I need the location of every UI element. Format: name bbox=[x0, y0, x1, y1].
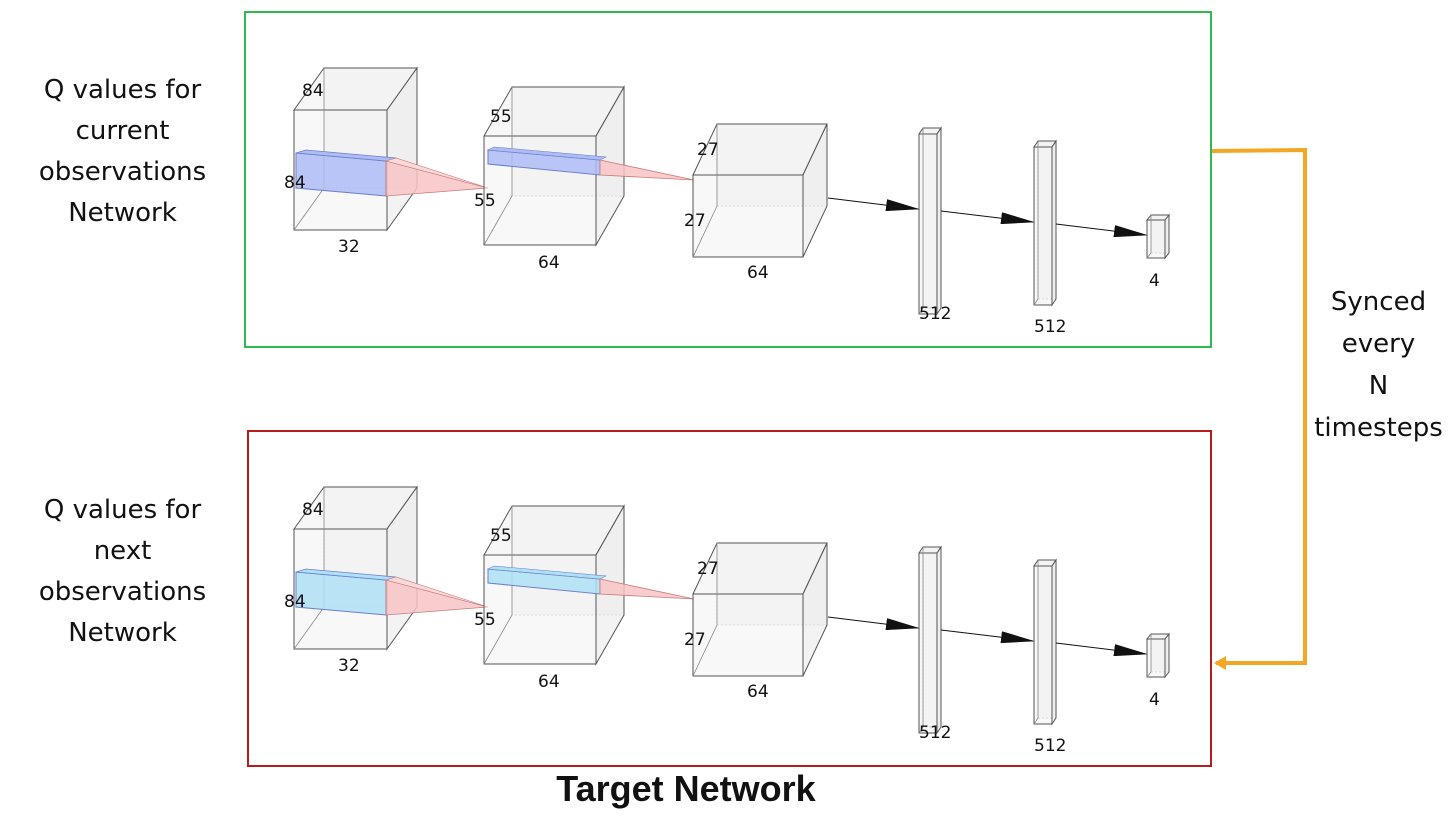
dense1-layer bbox=[918, 126, 942, 316]
conv1-height-label: 55 bbox=[474, 191, 496, 211]
sync-label-line: N bbox=[1368, 371, 1389, 401]
conv2-depth-label: 64 bbox=[747, 263, 769, 283]
output-layer bbox=[1145, 632, 1171, 679]
box-hidden-edge bbox=[692, 205, 718, 258]
box-hidden-edge bbox=[1033, 298, 1039, 306]
kernel-projection bbox=[385, 160, 489, 197]
sync-connector bbox=[1211, 147, 1307, 670]
input-height-label: 84 bbox=[284, 592, 306, 612]
flow-arrow bbox=[940, 210, 1035, 225]
dense2-layer bbox=[1033, 558, 1057, 726]
box-side-face bbox=[1051, 558, 1057, 726]
input-depth-label: 32 bbox=[338, 237, 360, 257]
box-front-face bbox=[918, 552, 938, 734]
kernel-projection bbox=[599, 159, 695, 181]
online-network-label: Q values for current observations Networ… bbox=[20, 70, 225, 234]
conv2-width-label: 27 bbox=[697, 140, 719, 160]
conv1-highlight-top bbox=[486, 565, 608, 580]
kernel-projection bbox=[599, 578, 695, 600]
target-label-line: observations bbox=[38, 577, 207, 607]
conv2-height-label: 27 bbox=[684, 211, 706, 231]
online-label-line: observations bbox=[38, 157, 207, 187]
target-network-frame bbox=[247, 430, 1212, 767]
kernel-projection-top bbox=[384, 157, 489, 189]
dense1-layer bbox=[918, 545, 942, 735]
flow-arrow bbox=[827, 197, 920, 212]
box-side-face bbox=[1164, 213, 1170, 260]
box-front-face bbox=[1146, 219, 1166, 259]
conv2-width-label: 27 bbox=[697, 559, 719, 579]
flow-arrow bbox=[827, 616, 920, 631]
box-hidden-edge bbox=[483, 614, 513, 665]
input-width-label: 84 bbox=[302, 81, 324, 101]
sync-label-line: timesteps bbox=[1314, 413, 1443, 443]
dense1-size-label: 512 bbox=[919, 304, 951, 324]
dense1-size-label: 512 bbox=[919, 723, 951, 743]
online-network-frame bbox=[244, 11, 1212, 348]
conv2-depth-label: 64 bbox=[747, 682, 769, 702]
sync-arrow bbox=[1211, 147, 1307, 670]
box-side-face bbox=[936, 126, 942, 316]
target-label-line: Q values for bbox=[43, 495, 202, 525]
box-front-face bbox=[692, 174, 804, 258]
box-hidden-edge bbox=[692, 624, 718, 677]
online-network: 84 84 32 55 55 64 27 27 64 512 512 4 bbox=[284, 66, 1171, 337]
box-hidden-edge bbox=[483, 195, 513, 246]
flow-arrow bbox=[940, 629, 1035, 644]
input-depth-label: 32 bbox=[338, 656, 360, 676]
dense2-layer bbox=[1033, 139, 1057, 307]
conv2-height-label: 27 bbox=[684, 630, 706, 650]
box-side-face bbox=[936, 545, 942, 735]
box-hidden-edge bbox=[1033, 717, 1039, 725]
box-front-face bbox=[692, 593, 804, 677]
sync-label-line: every bbox=[1341, 329, 1416, 359]
input-width-label: 84 bbox=[302, 500, 324, 520]
box-hidden-edge bbox=[1146, 252, 1152, 259]
box-hidden-edge bbox=[1146, 671, 1152, 678]
sync-label: Synced every N timesteps bbox=[1306, 281, 1451, 449]
box-hidden-edge bbox=[918, 726, 924, 734]
conv1-width-label: 55 bbox=[490, 526, 512, 546]
box-hidden-edge bbox=[918, 307, 924, 315]
box-hidden-edge bbox=[293, 606, 325, 650]
conv2-volume bbox=[692, 123, 828, 258]
kernel-projection bbox=[385, 579, 489, 616]
box-front-face bbox=[918, 133, 938, 315]
conv1-depth-label: 64 bbox=[538, 672, 560, 692]
flow-arrow bbox=[1055, 223, 1148, 238]
online-label-line: current bbox=[75, 116, 170, 146]
box-front-face bbox=[1033, 146, 1053, 306]
box-front-face bbox=[1033, 565, 1053, 725]
target-network-label: Q values for next observations Network bbox=[20, 490, 225, 654]
box-front-face bbox=[1146, 638, 1166, 678]
target-label-line: Network bbox=[68, 618, 177, 648]
online-label-line: Network bbox=[68, 198, 177, 228]
target-network: 84 84 32 55 55 64 27 27 64 512 512 4 bbox=[284, 485, 1171, 756]
dense2-size-label: 512 bbox=[1034, 317, 1066, 337]
input-height-label: 84 bbox=[284, 173, 306, 193]
online-label-line: Q values for bbox=[43, 75, 202, 105]
conv1-depth-label: 64 bbox=[538, 253, 560, 273]
dense2-size-label: 512 bbox=[1034, 736, 1066, 756]
box-side-face bbox=[1164, 632, 1170, 679]
output-layer bbox=[1145, 213, 1171, 260]
conv1-height-label: 55 bbox=[474, 610, 496, 630]
conv1-width-label: 55 bbox=[490, 107, 512, 127]
conv2-volume bbox=[692, 542, 828, 677]
target-network-title: Target Network bbox=[556, 768, 816, 809]
box-side-face bbox=[1051, 139, 1057, 307]
output-size-label: 4 bbox=[1149, 271, 1160, 291]
output-size-label: 4 bbox=[1149, 690, 1160, 710]
kernel-projection-top bbox=[384, 576, 489, 608]
box-hidden-edge bbox=[293, 187, 325, 231]
flow-arrow bbox=[1055, 642, 1148, 657]
target-label-line: next bbox=[93, 536, 152, 566]
conv1-highlight-top bbox=[486, 146, 608, 161]
sync-label-line: Synced bbox=[1330, 287, 1427, 317]
